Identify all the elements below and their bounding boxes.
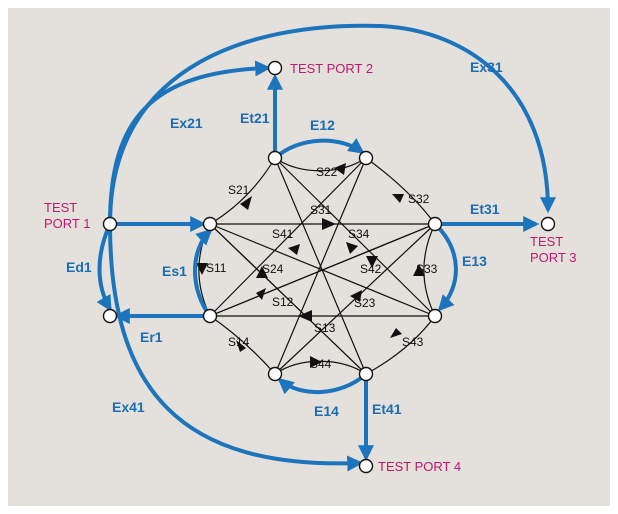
error-paths (96, 23, 556, 472)
path-s43 (365, 315, 436, 375)
path-s21 (209, 157, 276, 225)
label-e14: E14 (314, 403, 339, 419)
arrowhead-s12 (256, 288, 266, 300)
node-a3 (427, 308, 443, 324)
path-ex41 (108, 223, 364, 472)
node-port4 (358, 458, 374, 474)
node-port1-reflect (102, 308, 118, 324)
port1-label-line1: TEST (44, 200, 77, 215)
arrowhead-s41 (288, 244, 300, 255)
port3-label-line2: PORT 3 (530, 250, 576, 265)
label-ex21: Ex21 (170, 115, 203, 131)
label-s13: S13 (314, 321, 336, 335)
label-s24: S24 (262, 262, 284, 276)
arrowhead-s13 (298, 310, 312, 322)
arrowhead-s32 (392, 194, 404, 203)
label-et21: Et21 (240, 110, 270, 126)
label-s11: S11 (206, 261, 227, 275)
label-ed1: Ed1 (66, 259, 92, 275)
path-es1 (193, 228, 213, 318)
label-et31: Et31 (470, 201, 500, 217)
label-er1: Er1 (140, 329, 163, 345)
label-s31: S31 (310, 203, 332, 217)
label-s14: S14 (228, 335, 250, 349)
path-s14 (209, 315, 276, 375)
path-s24 (274, 157, 367, 375)
label-ex41: Ex41 (112, 399, 145, 415)
path-s33 (423, 223, 436, 317)
arrowhead-s43 (390, 328, 402, 338)
path-s32 (365, 157, 436, 225)
path-ed1 (96, 223, 112, 312)
arrowhead-s11 (196, 263, 208, 275)
label-e13: E13 (462, 253, 487, 269)
path-e14 (277, 372, 368, 395)
path-e12 (273, 138, 365, 160)
label-s21: S21 (228, 183, 250, 197)
path-s12b (274, 157, 436, 317)
path-s23 (209, 223, 436, 317)
node-a2 (358, 150, 374, 166)
port4-label: TEST PORT 4 (378, 459, 461, 474)
node-b3 (427, 216, 443, 232)
label-s33: S33 (416, 262, 438, 276)
arrowhead-s33 (413, 264, 425, 276)
label-s32: S32 (408, 192, 430, 206)
label-s41: S41 (272, 227, 294, 241)
label-es1: Es1 (162, 263, 187, 279)
path-s12 (209, 157, 367, 317)
label-e12: E12 (310, 117, 335, 133)
port2-label: TEST PORT 2 (290, 61, 373, 76)
arrowhead-s21 (240, 196, 252, 210)
label-ex31: Ex31 (470, 59, 503, 75)
arrowhead-s24 (256, 266, 268, 278)
node-port3 (540, 216, 556, 232)
node-b1 (202, 308, 218, 324)
node-port1 (102, 216, 118, 232)
port1-label-line2: PORT 1 (44, 216, 90, 231)
node-port2 (267, 60, 283, 76)
label-s44: S44 (310, 357, 332, 371)
nodes (102, 60, 556, 474)
node-a4 (267, 366, 283, 382)
node-b4 (358, 366, 374, 382)
path-ex31 (108, 23, 556, 225)
arrowhead-s14 (236, 340, 246, 352)
label-et41: Et41 (372, 401, 402, 417)
label-s12: S12 (272, 295, 294, 309)
arrowhead-s34 (346, 242, 358, 254)
diagram-background (8, 8, 610, 506)
node-b2 (267, 150, 283, 166)
internal-arrowheads (196, 163, 425, 368)
node-a1 (202, 216, 218, 232)
path-s22 (274, 157, 367, 172)
port3-label-line1: TEST (530, 234, 563, 249)
arrowhead-s31 (322, 218, 336, 230)
path-s14b (209, 223, 367, 375)
arrowhead-s22 (334, 163, 346, 175)
label-s34: S34 (348, 227, 370, 241)
path-e13 (433, 222, 458, 312)
arrowhead-s23 (350, 290, 362, 302)
label-s23: S23 (354, 296, 376, 310)
label-s42: S42 (360, 262, 382, 276)
label-s43: S43 (402, 335, 424, 349)
arrowhead-s44 (310, 356, 322, 368)
label-s22: S22 (316, 165, 338, 179)
arrowhead-s42 (366, 256, 378, 268)
